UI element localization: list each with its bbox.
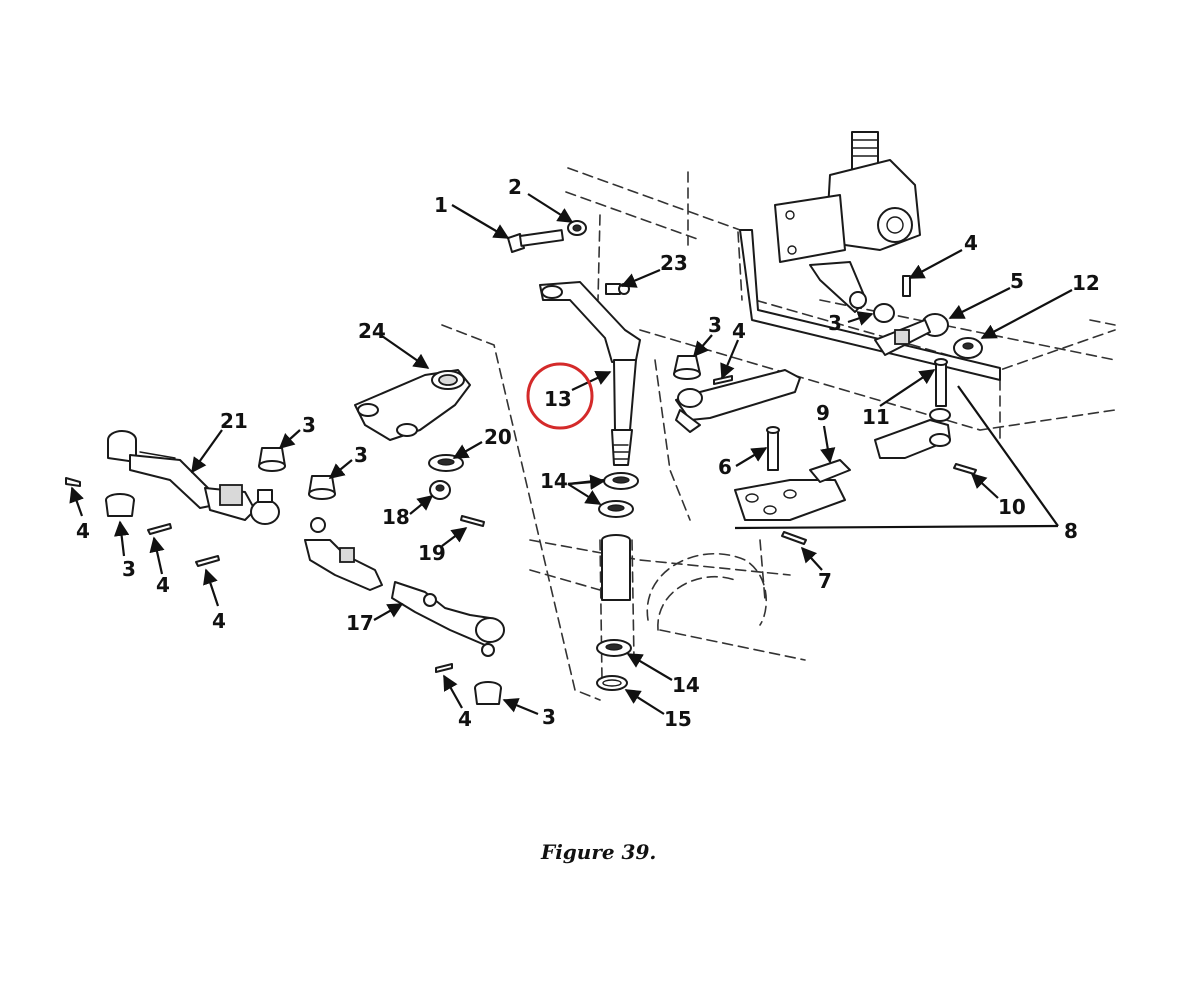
dust-cap-icon	[105, 493, 135, 517]
bushing-icon	[953, 337, 983, 359]
callout-14: 14	[540, 469, 568, 493]
washer-icon	[596, 639, 632, 657]
callout-5: 5	[1010, 269, 1024, 293]
swivel-pin-icon	[934, 358, 948, 407]
callout-4: 4	[156, 573, 170, 597]
pitman-arm-icon	[354, 369, 471, 441]
cotter-pin-icon	[781, 531, 807, 545]
callout-3: 3	[122, 557, 136, 581]
washer-icon	[598, 500, 634, 518]
cotter-pin-icon	[195, 555, 220, 567]
idler-arm-icon	[539, 281, 641, 466]
washer-icon	[428, 454, 464, 472]
callout-12: 12	[1072, 271, 1100, 295]
cotter-pin-icon	[147, 523, 172, 535]
tie-rod-sleeve-icon	[304, 517, 505, 657]
callout-3: 3	[708, 313, 722, 337]
highlight-circle	[526, 362, 594, 430]
phantom-frame	[441, 167, 1116, 701]
callout-7: 7	[818, 569, 832, 593]
frame-bracket-icon	[739, 229, 1001, 381]
steering-gear-icon	[774, 131, 921, 313]
callout-4: 4	[76, 519, 90, 543]
drag-link-icon	[675, 369, 801, 433]
callout-labels: 1 2 23 3 4 4 5 12 3 24 13 9 11 21 3 20 3…	[76, 175, 1100, 731]
tie-rod-end-icon	[107, 430, 280, 525]
washer-icon	[567, 220, 587, 236]
callout-18: 18	[382, 505, 410, 529]
callout-6: 6	[718, 455, 732, 479]
callout-4: 4	[964, 231, 978, 255]
cotter-pin-icon	[65, 477, 81, 487]
callout-17: 17	[346, 611, 374, 635]
callout-4: 4	[732, 319, 746, 343]
spindle-sleeve-icon	[601, 534, 631, 601]
dust-cap-icon	[873, 303, 895, 323]
figure-caption: Figure 39.	[540, 840, 656, 864]
callout-3: 3	[542, 705, 556, 729]
callout-4: 4	[458, 707, 472, 731]
dust-cap-icon	[474, 681, 502, 705]
clevis-icon	[874, 408, 951, 459]
dust-cap-icon	[308, 475, 336, 500]
callout-10: 10	[998, 495, 1026, 519]
callout-19: 19	[418, 541, 446, 565]
snap-ring-icon	[596, 675, 628, 691]
cotter-pin-icon	[902, 275, 911, 297]
callout-3: 3	[302, 413, 316, 437]
callout-20: 20	[484, 425, 512, 449]
cotter-pin-icon	[953, 463, 977, 475]
bolt-icon	[507, 229, 564, 253]
callout-2: 2	[508, 175, 522, 199]
callout-11: 11	[862, 405, 890, 429]
nut-icon	[429, 480, 451, 500]
callout-24: 24	[358, 319, 386, 343]
cotter-pin-icon	[435, 663, 453, 673]
dust-cap-icon	[673, 355, 701, 380]
dust-cap-icon	[258, 447, 286, 472]
callout-4: 4	[212, 609, 226, 633]
callout-23: 23	[660, 251, 688, 275]
callout-15: 15	[664, 707, 692, 731]
leader-lines	[69, 193, 1073, 716]
callout-3: 3	[354, 443, 368, 467]
washer-icon	[603, 472, 639, 490]
steering-arm-icon	[734, 459, 851, 521]
callout-1: 1	[434, 193, 448, 217]
callout-9: 9	[816, 401, 830, 425]
pin-icon	[766, 426, 780, 471]
callout-3: 3	[828, 311, 842, 335]
callout-13: 13	[544, 387, 572, 411]
callout-21: 21	[220, 409, 248, 433]
callout-8: 8	[1064, 519, 1078, 543]
ball-socket-icon	[874, 313, 949, 356]
callout-14: 14	[672, 673, 700, 697]
cotter-pin-icon	[460, 515, 485, 527]
